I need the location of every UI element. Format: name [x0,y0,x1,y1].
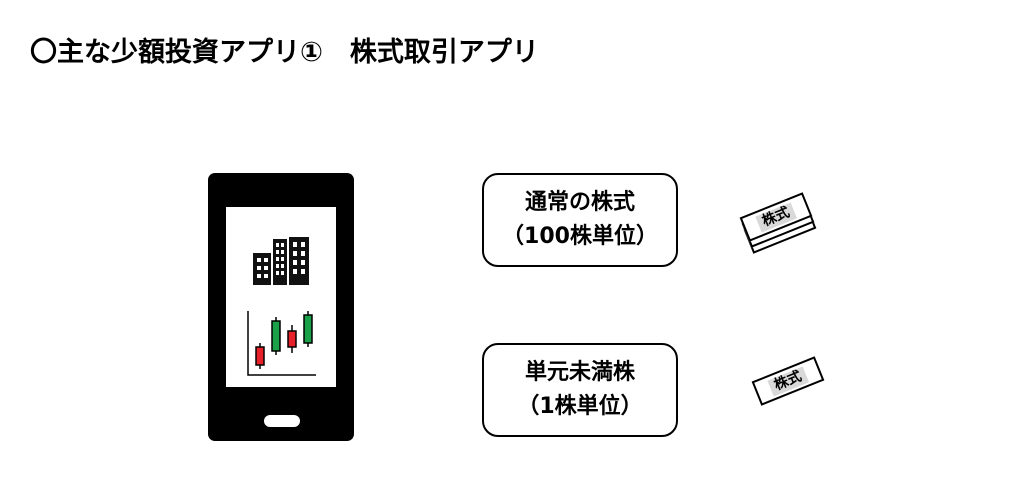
odd-lot-shares-unit: （1株単位） [517,394,643,419]
candlestick-chart-icon [247,311,316,376]
stock-certificate-stack: 株式 [736,192,817,254]
building-icon [253,237,309,285]
smartphone-illustration [208,173,354,441]
regular-shares-box: 通常の株式 （100株単位） [482,173,678,267]
odd-lot-shares-label: 単元未満株 [524,360,635,385]
home-button [264,415,300,427]
regular-shares-unit: （100株単位） [502,224,658,249]
regular-shares-label: 通常の株式 [524,190,635,215]
odd-lot-shares-box: 単元未満株 （1株単位） [482,343,678,437]
single-stock-certificate: 株式 [751,356,825,406]
single-stock-certificate-label: 株式 [767,366,809,396]
page-title: 〇主な少額投資アプリ① 株式取引アプリ [30,37,539,68]
phone-screen [226,207,336,387]
